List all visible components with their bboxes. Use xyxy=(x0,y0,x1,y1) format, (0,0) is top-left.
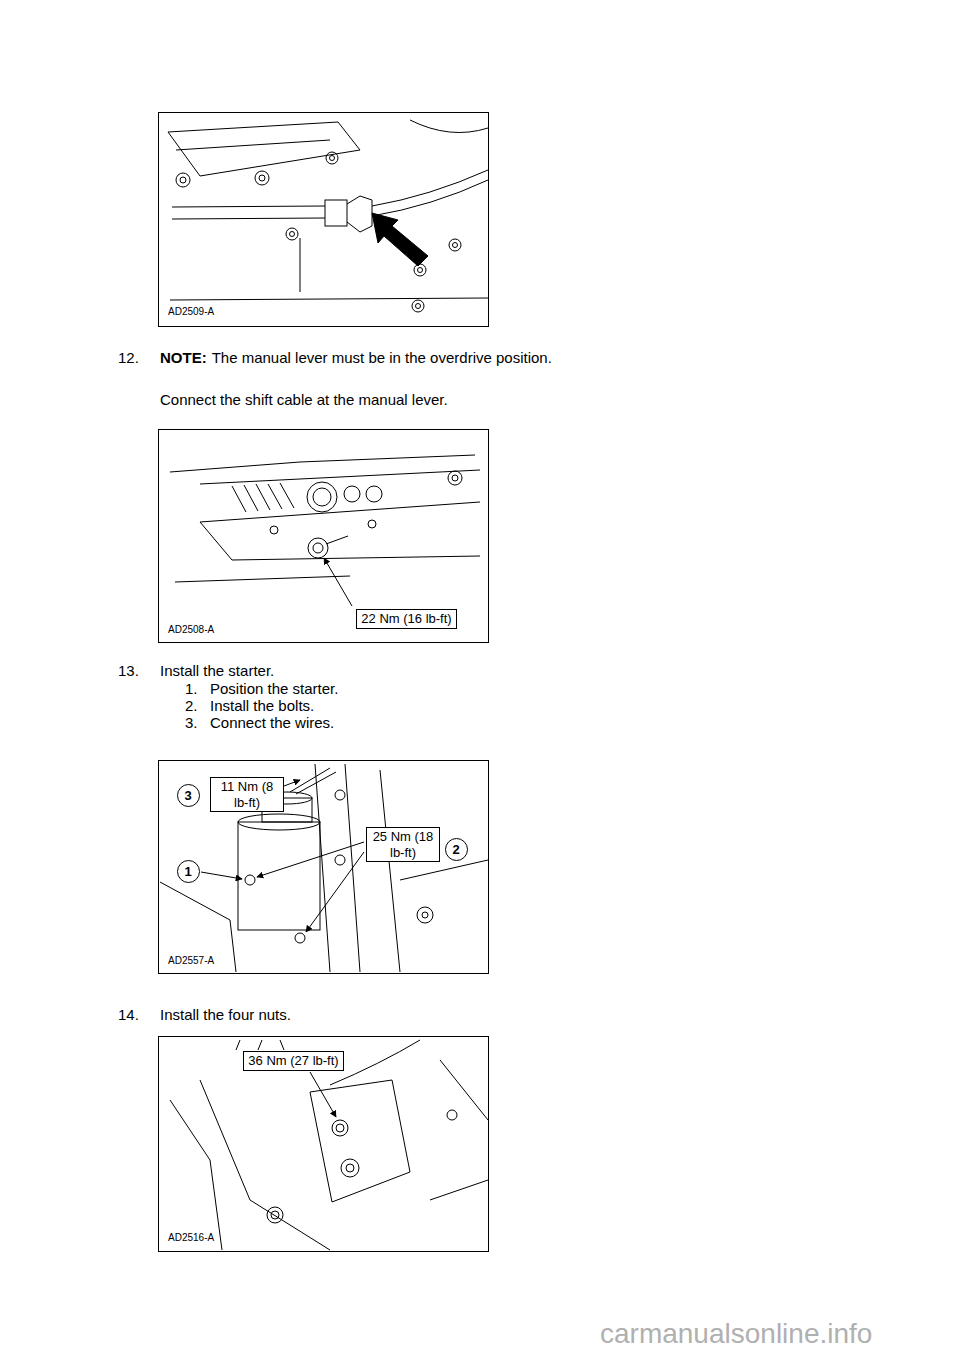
node-text: 2 xyxy=(452,842,459,857)
figure-id: AD2508-A xyxy=(168,624,214,636)
figure-id: AD2557-A xyxy=(168,955,214,967)
note-label: NOTE: xyxy=(160,349,207,366)
note-text: The manual lever must be in the overdriv… xyxy=(212,349,552,366)
substep-text: Install the bolts. xyxy=(210,697,314,714)
callout-number: 2 xyxy=(445,838,468,861)
instruction-text: Install the starter. xyxy=(160,662,274,679)
substep-text: Position the starter. xyxy=(210,680,338,697)
torque-box: 25 Nm (18 lb-ft) xyxy=(366,827,440,862)
callout-number: 3 xyxy=(177,784,200,807)
torque-box: 22 Nm (16 lb-ft) xyxy=(356,609,457,629)
figure-id: AD2509-A xyxy=(168,306,214,318)
callout-number: 1 xyxy=(177,860,200,883)
node-text: 22 Nm (16 lb-ft) xyxy=(361,611,452,627)
node-text: 25 Nm (18 lb-ft) xyxy=(371,829,435,860)
step-number: 12. xyxy=(118,349,139,366)
substep-number: 1. xyxy=(185,680,198,697)
substep-number: 2. xyxy=(185,697,198,714)
step-number: 13. xyxy=(118,662,139,679)
figure-id: AD2516-A xyxy=(168,1232,214,1244)
node-text: 36 Nm (27 lb-ft) xyxy=(248,1053,339,1069)
mount-figure xyxy=(159,1037,489,1252)
node-text: 11 Nm (8 lb-ft) xyxy=(215,779,279,810)
manual-lever-figure xyxy=(159,430,489,643)
instruction-text: Connect the shift cable at the manual le… xyxy=(160,391,448,408)
substep-number: 3. xyxy=(185,714,198,731)
torque-box: 36 Nm (27 lb-ft) xyxy=(243,1051,344,1071)
node-text: 3 xyxy=(184,788,191,803)
watermark: carmanualsonline.info xyxy=(600,1318,872,1350)
shift-cable-figure xyxy=(159,113,489,327)
starter-figure xyxy=(159,761,489,974)
instruction-text: Install the four nuts. xyxy=(160,1006,291,1023)
torque-box: 11 Nm (8 lb-ft) xyxy=(210,777,284,812)
step-number: 14. xyxy=(118,1006,139,1023)
node-text: 1 xyxy=(184,864,191,879)
substep-text: Connect the wires. xyxy=(210,714,334,731)
